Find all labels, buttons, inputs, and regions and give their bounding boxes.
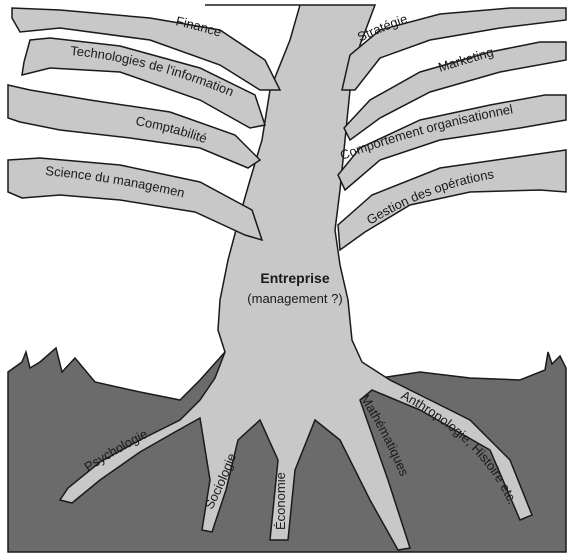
trunk-subtitle: (management ?) [247, 291, 342, 306]
root-label-economie: Économie [273, 472, 288, 530]
trunk-title: Entreprise [260, 270, 329, 286]
